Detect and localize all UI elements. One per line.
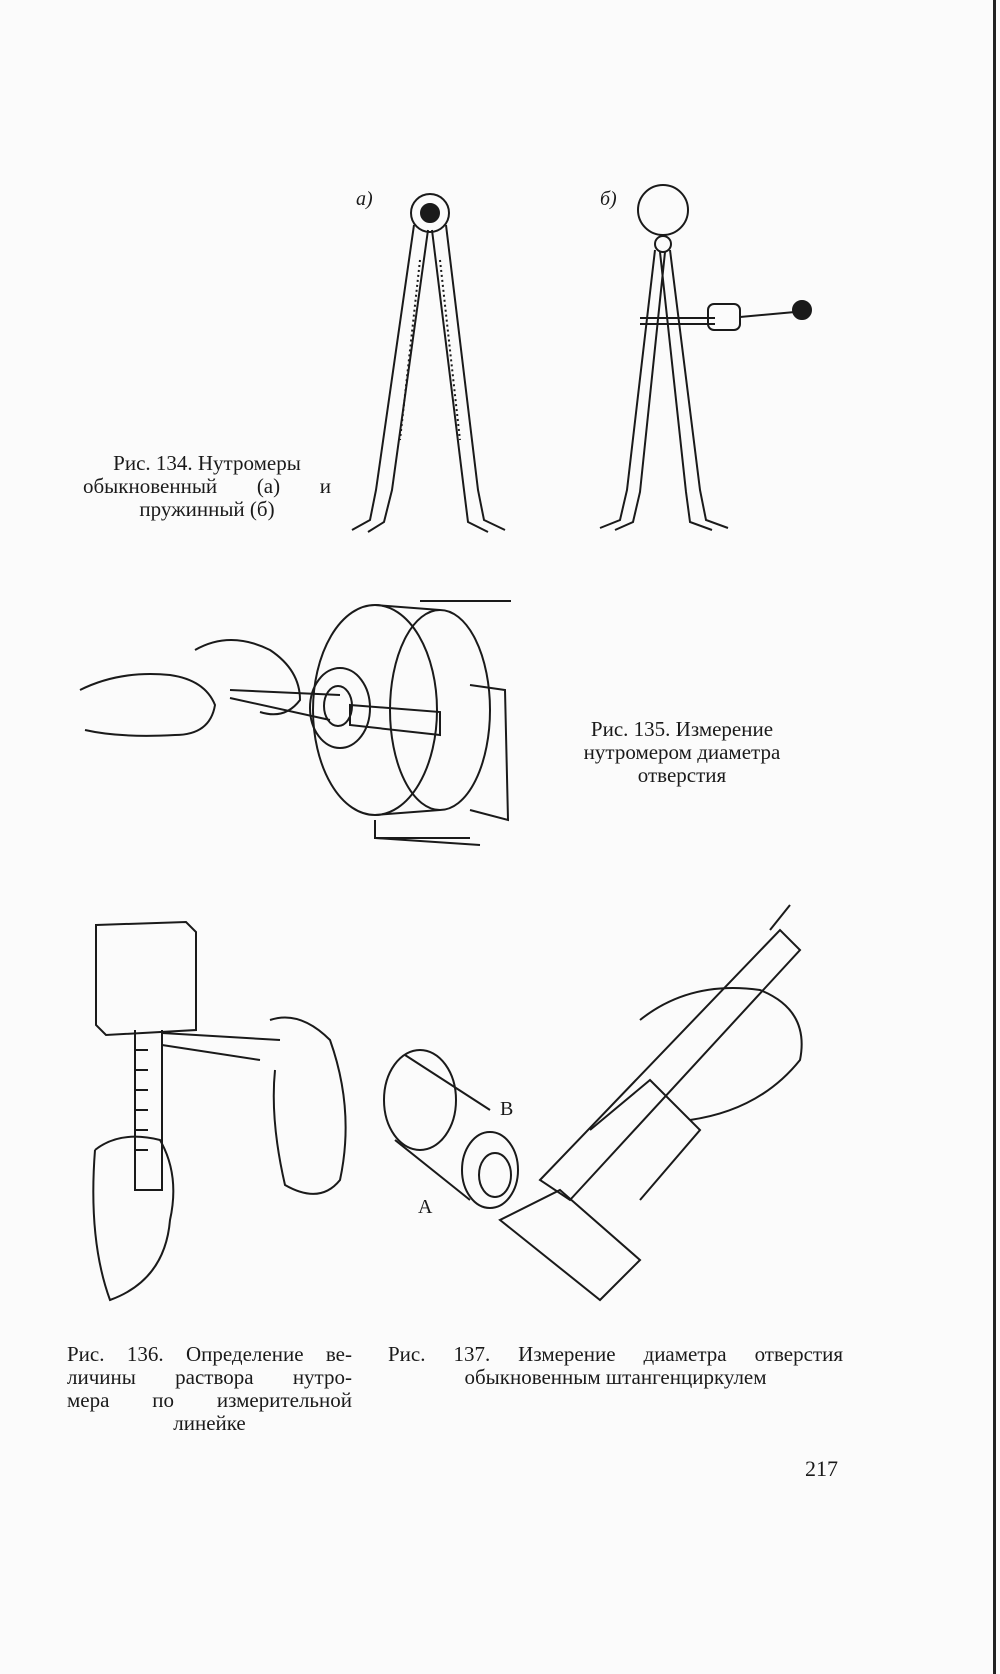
spring-inside-caliper-illustration: [599, 184, 812, 531]
page-number: 217: [805, 1456, 838, 1481]
caption-line: обыкновенным штангенциркулем: [464, 1365, 767, 1389]
caption-line: пружинный (б): [139, 497, 275, 521]
plain-inside-caliper-illustration: [351, 193, 506, 533]
caption-line: Рис. 134. Нутромеры: [113, 451, 301, 475]
caliper-on-ruler-illustration: [92, 920, 347, 1302]
point-b-label: В: [500, 1098, 514, 1120]
point-a-label: А: [418, 1196, 433, 1218]
caption-line: Рис. 135. Измерение: [590, 717, 774, 741]
caption-line: линейке: [173, 1411, 246, 1435]
vernier-caliper-measuring-hole-illustration: [383, 904, 803, 1302]
caption-line: мера по измерительной: [67, 1388, 352, 1412]
fig134-caption: Рис. 134. Нутромеры обыкновенный (а) и п…: [83, 452, 331, 521]
fig134-label-b: б): [600, 188, 617, 210]
fig136-caption: Рис. 136. Определение ве- личины раствор…: [67, 1343, 352, 1435]
measuring-hole-with-caliper-illustration: [79, 600, 511, 846]
caption-line: Рис. 136. Определение ве-: [67, 1342, 352, 1366]
caption-line: личины раствора нутро-: [67, 1365, 352, 1389]
page-edge: [993, 0, 996, 1674]
fig137-caption: Рис. 137. Измерение диаметра отверстия о…: [388, 1343, 843, 1389]
fig134-label-a: а): [356, 188, 373, 210]
caption-line: обыкновенный (а) и: [83, 474, 331, 498]
fig135-caption: Рис. 135. Измерение нутромером диаметра …: [562, 718, 802, 787]
caption-line: Рис. 137. Измерение диаметра отверстия: [388, 1342, 843, 1366]
caption-line: нутромером диаметра: [583, 740, 781, 764]
caption-line: отверстия: [637, 763, 727, 787]
